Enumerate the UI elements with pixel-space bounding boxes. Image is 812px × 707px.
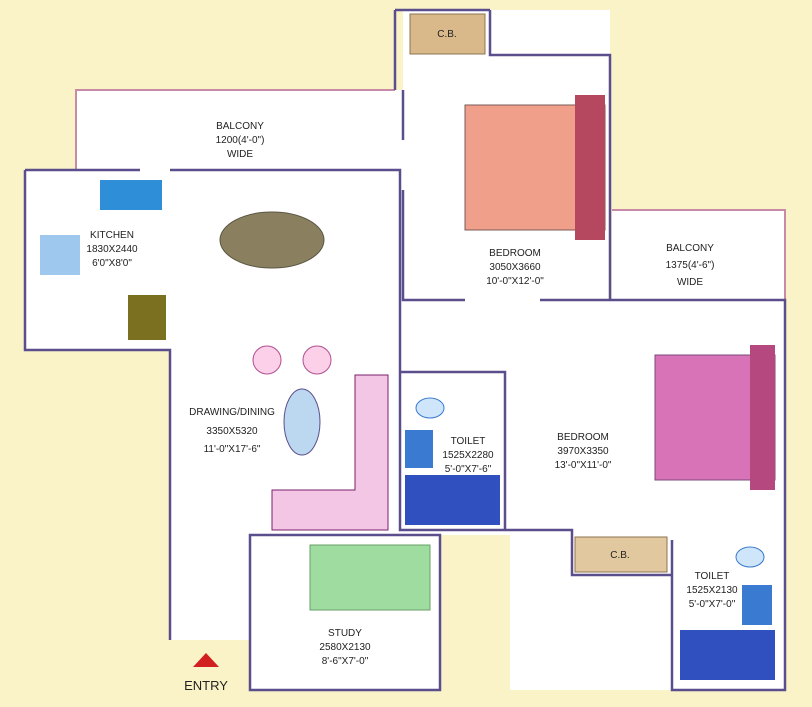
room-imperial: 11'-0"X17'-6" [204,444,261,455]
room-imperial: 5'-0"X7'-6" [445,464,492,475]
room-name: DRAWING/DINING [189,407,275,418]
kitchen-stove [40,235,80,275]
bathtub-br [680,630,775,680]
room-metric: 3970X3350 [557,446,609,457]
bed-headboard-right [750,345,775,490]
label-balcony-top: BALCONY 1200(4'-0") WIDE [216,121,265,160]
label-balcony-right: BALCONY 1375(4'-6") WIDE [666,243,715,288]
room-name: TOILET [695,571,730,582]
room-imperial: 5'-0"X7'-0" [689,599,736,610]
bed-headboard-top [575,95,605,240]
room-note: WIDE [677,277,703,288]
label-bedroom-right: BEDROOM 3970X3350 13'-0"X11'-0" [555,432,612,471]
room-metric: 2580X2130 [319,642,371,653]
label-toilet-mid: TOILET 1525X2280 5'-0"X7'-6" [442,436,494,475]
room-imperial: 10'-0"X12'-0" [486,276,544,287]
label-study: STUDY 2580X2130 8'-6"X7'-0" [319,628,371,667]
cupboard-bottom [574,536,668,573]
study-table [309,544,431,611]
toilet-seat-mid [415,397,445,419]
room-name: BALCONY [216,121,264,132]
entry-label: ENTRY [184,678,228,693]
room-name: KITCHEN [90,230,134,241]
label-cb-top: C.B. [437,29,456,40]
room-size: 1375(4'-6") [666,260,715,271]
basin-mid [405,430,433,468]
room-imperial: 6'0"X8'0" [92,258,132,269]
room-note: WIDE [227,149,253,160]
room-metric: 1830X2440 [86,244,138,255]
fridge [128,295,166,340]
label-toilet-br: TOILET 1525X2130 5'-0"X7'-0" [686,571,738,610]
l-sofa [271,374,389,531]
chair [252,345,282,375]
label-bedroom-top: BEDROOM 3050X3660 10'-0"X12'-0" [486,248,544,287]
kitchen-sink [100,180,162,210]
bathtub-mid [405,475,500,525]
balcony-top-railing [75,89,395,170]
cupboard-top [409,13,486,55]
balcony-right-railing [612,209,786,300]
label-drawing-dining: DRAWING/DINING 3350X5320 11'-0"X17'-6" [189,407,275,455]
entry-arrow-icon [193,653,219,667]
walls [23,8,787,692]
room-size: 1200(4'-0") [216,135,265,146]
room-name: BEDROOM [557,432,609,443]
label-kitchen: KITCHEN 1830X2440 6'0"X8'0" [86,230,138,269]
room-imperial: 13'-0"X11'-0" [555,460,612,471]
center-table [283,388,321,456]
room-metric: 3050X3660 [489,262,541,273]
toilet-seat-br [735,546,765,568]
chair [302,345,332,375]
basin-br [742,585,772,625]
room-metric: 3350X5320 [206,426,258,437]
dining-table [219,211,325,269]
label-cb-bottom: C.B. [610,550,629,561]
room-name: BALCONY [666,243,714,254]
room-imperial: 8'-6"X7'-0" [322,656,369,667]
room-name: STUDY [328,628,362,639]
room-metric: 1525X2280 [442,450,494,461]
room-name: BEDROOM [489,248,541,259]
room-metric: 1525X2130 [686,585,738,596]
room-name: TOILET [451,436,486,447]
